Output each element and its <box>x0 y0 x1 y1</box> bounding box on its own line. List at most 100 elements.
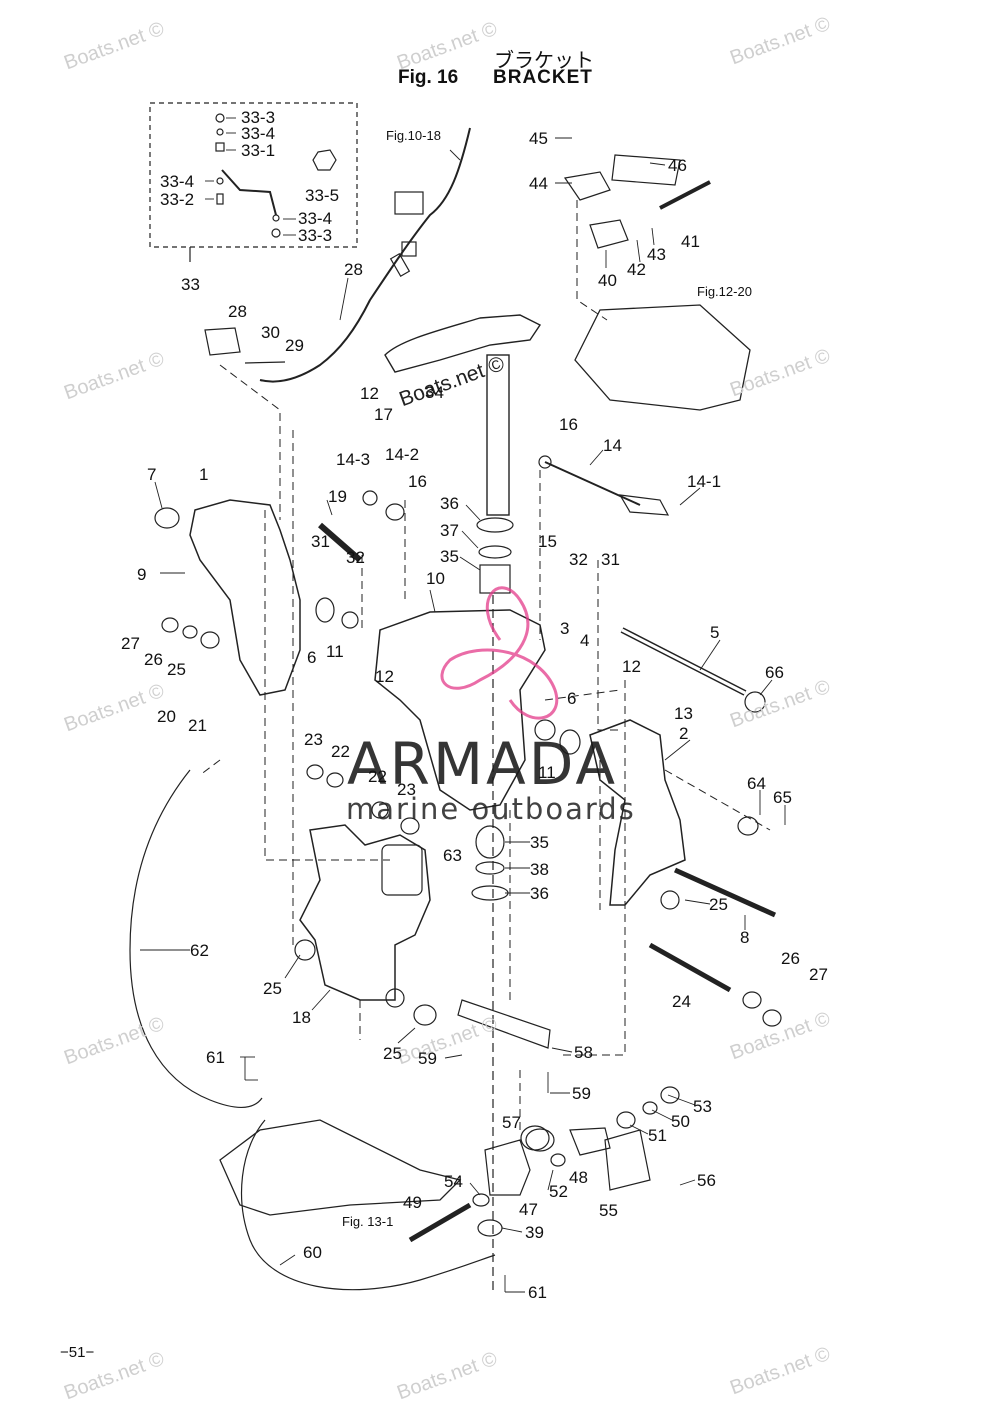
part-label: 16 <box>559 415 578 434</box>
part-label: 45 <box>529 129 548 148</box>
part-label: 8 <box>740 928 750 947</box>
part-label: 33 <box>181 275 200 294</box>
part-label: 52 <box>549 1182 568 1201</box>
part-label: 56 <box>697 1171 716 1190</box>
part-label: 11 <box>538 763 556 782</box>
part-label: 42 <box>627 260 646 279</box>
part-label: 33-2 <box>160 190 195 209</box>
part-label: 62 <box>190 941 209 960</box>
part-label: 37 <box>440 521 459 540</box>
part-label: 20 <box>157 707 176 726</box>
part-label: 5 <box>710 623 720 642</box>
part-label: 50 <box>671 1112 690 1131</box>
part-label: 49 <box>403 1193 422 1212</box>
part-label: 26 <box>144 650 163 669</box>
part-label: 11 <box>326 642 344 661</box>
part-label: 27 <box>121 634 140 653</box>
part-label: 14-1 <box>687 472 722 491</box>
figure-number: Fig. 16 <box>398 67 459 88</box>
part-label: 12 <box>622 657 641 676</box>
part-label: 57 <box>502 1113 521 1132</box>
part-label: 36 <box>530 884 549 903</box>
part-label: 36 <box>440 494 459 513</box>
part-label: 16 <box>408 472 427 491</box>
part-label: 12 <box>360 384 379 403</box>
lower-case-fig13 <box>219 1119 462 1216</box>
part-label: 10 <box>426 569 445 588</box>
link-rod-33 <box>221 169 277 216</box>
part-label: 33-4 <box>160 172 195 191</box>
part-label: 33-4 <box>298 209 333 228</box>
part-label: 32 <box>346 548 365 567</box>
part-label: 33-3 <box>241 108 276 127</box>
mount-plate-fig12 <box>574 304 751 411</box>
part-label: 47 <box>519 1200 538 1219</box>
part-label: 59 <box>572 1084 591 1103</box>
part-label: 35 <box>530 833 549 852</box>
part-label: 40 <box>598 271 617 290</box>
part-label: 32 <box>569 550 588 569</box>
part-label: 24 <box>672 992 691 1011</box>
part-label: 43 <box>647 245 666 264</box>
ground-cable-60 <box>241 1119 496 1291</box>
part-label: 38 <box>530 860 549 879</box>
clamp-bracket-1 <box>189 499 301 696</box>
part-label: 41 <box>681 232 700 251</box>
page-number: −51− <box>60 1344 95 1361</box>
part-label: 7 <box>147 465 157 484</box>
page-title: BRACKET <box>493 67 593 88</box>
power-trim-tilt-unit-18 <box>299 824 431 1001</box>
part-label: 27 <box>809 965 828 984</box>
swivel-bracket-10 <box>374 609 546 811</box>
part-label: 9 <box>137 565 147 584</box>
part-label: 46 <box>668 156 687 175</box>
part-label: 25 <box>263 979 282 998</box>
part-label: 64 <box>747 774 766 793</box>
part-label: 2 <box>679 724 689 743</box>
part-label: 23 <box>304 730 323 749</box>
part-label: 14-3 <box>336 450 371 469</box>
part-label: 14-2 <box>385 445 420 464</box>
part-label: 51 <box>648 1126 667 1145</box>
part-label: 30 <box>261 323 280 342</box>
part-label: 19 <box>328 487 347 506</box>
title-japanese: ブラケット <box>494 48 594 72</box>
part-label: 55 <box>599 1201 618 1220</box>
part-label: 31 <box>311 532 330 551</box>
part-label: 22 <box>331 742 350 761</box>
part-label: 39 <box>525 1223 544 1242</box>
part-label: 58 <box>574 1043 593 1062</box>
fig-ref-12-20: Fig.12-20 <box>697 284 752 299</box>
part-label: 34 <box>425 383 444 402</box>
part-label: 33-5 <box>305 186 340 205</box>
part-label: 25 <box>709 895 728 914</box>
part-label: 17 <box>374 405 393 424</box>
harness-cable <box>259 127 471 383</box>
part-label: 21 <box>188 716 207 735</box>
brand-name: ARMADA <box>347 730 619 798</box>
part-label: 12 <box>375 667 394 686</box>
part-label: 54 <box>444 1172 463 1191</box>
part-label: 61 <box>206 1048 225 1067</box>
part-label: 6 <box>307 648 317 667</box>
part-label: 28 <box>228 302 247 321</box>
brand-tagline: marine outboards <box>346 792 636 826</box>
brand-logo-mark <box>440 586 559 720</box>
part-label: 33-1 <box>241 141 276 160</box>
part-label: 1 <box>199 465 209 484</box>
part-label: 53 <box>693 1097 712 1116</box>
part-label: 33-3 <box>298 226 333 245</box>
part-label: 35 <box>440 547 459 566</box>
part-label: 18 <box>292 1008 311 1027</box>
part-label: 22 <box>368 767 387 786</box>
swivel-shaft-34 <box>486 354 510 516</box>
part-label: 15 <box>538 532 557 551</box>
part-label: 26 <box>781 949 800 968</box>
part-label: 65 <box>773 788 792 807</box>
part-label: 3 <box>560 619 570 638</box>
part-label: 66 <box>765 663 784 682</box>
part-label: 44 <box>529 174 548 193</box>
part-label: 25 <box>383 1044 402 1063</box>
fig-ref-10-18: Fig.10-18 <box>386 128 441 143</box>
